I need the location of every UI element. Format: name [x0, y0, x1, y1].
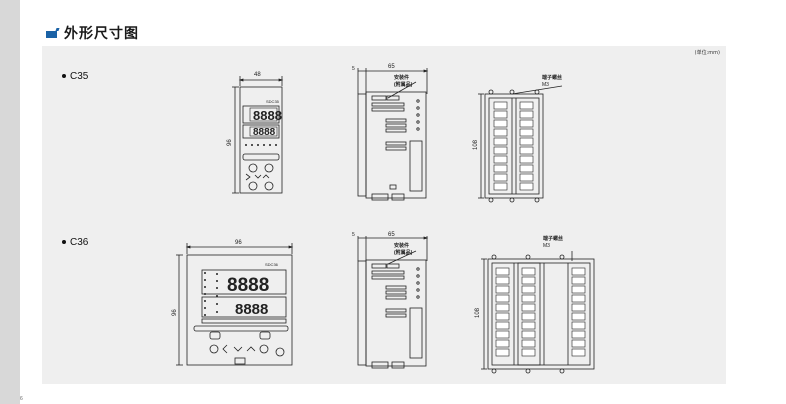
c35-front-height: 96	[227, 139, 233, 146]
dimension-drawing-panel: (单位:mm) C35 C36 8888 8888 48 S	[42, 46, 726, 384]
c36-terminal-label: 端子螺丝	[543, 235, 563, 242]
model-label-c36: C36	[62, 237, 88, 248]
c35-front-width: 48	[254, 72, 261, 78]
c36-rear-view	[481, 251, 595, 374]
c35-sv-display: 8888	[253, 127, 276, 138]
c36-model-text: SDC36	[265, 262, 279, 267]
c35-front-view	[232, 76, 284, 194]
page-side-bar	[0, 0, 20, 404]
c35-bracket-label: 安装件	[394, 74, 409, 81]
c36-bracket-label: 安装件	[394, 242, 409, 249]
c35-rear-view	[478, 85, 563, 203]
bullet-icon	[62, 240, 66, 245]
c36-pv-display: 8888	[227, 275, 269, 296]
unit-note: (单位:mm)	[694, 50, 720, 56]
c36-terminal-size: M3	[543, 243, 550, 249]
c36-side-view	[357, 236, 429, 369]
c35-front-display-digits: 8888 8888	[245, 108, 282, 146]
c35-terminal-block	[493, 101, 534, 191]
c36-side-depth-b: 65	[388, 232, 395, 238]
c35-side-depth-a: 5	[352, 66, 355, 72]
c35-rear-height: 108	[473, 139, 479, 150]
c35-terminal-size: M3	[542, 82, 549, 88]
c35-side-depth-b: 65	[388, 64, 395, 70]
bullet-icon	[62, 74, 66, 79]
c35-side-view	[357, 68, 429, 201]
model-label-c35: C35	[62, 71, 88, 82]
c36-front-display-digits: 8888 8888	[204, 272, 269, 318]
c36-side-depth-a: 5	[352, 232, 355, 238]
page-number: 6	[20, 396, 23, 402]
c36-front-height: 96	[172, 309, 178, 316]
section-header: 外形尺寸图	[46, 24, 139, 42]
c36-terminal-block	[495, 267, 586, 357]
c35-bracket-note: (附属品)	[394, 81, 413, 88]
c36-front-width: 96	[235, 240, 242, 246]
c35-pv-display: 8888	[253, 108, 282, 123]
c36-bracket-note: (附属品)	[394, 249, 413, 256]
c35-terminal-label: 端子螺丝	[542, 74, 562, 81]
section-marker-icon	[46, 28, 60, 38]
section-title: 外形尺寸图	[64, 26, 139, 42]
c36-sv-display: 8888	[235, 301, 268, 318]
c36-front-view	[176, 243, 294, 366]
c36-rear-height: 108	[475, 307, 481, 318]
c35-model-text: SDC35	[266, 99, 280, 104]
